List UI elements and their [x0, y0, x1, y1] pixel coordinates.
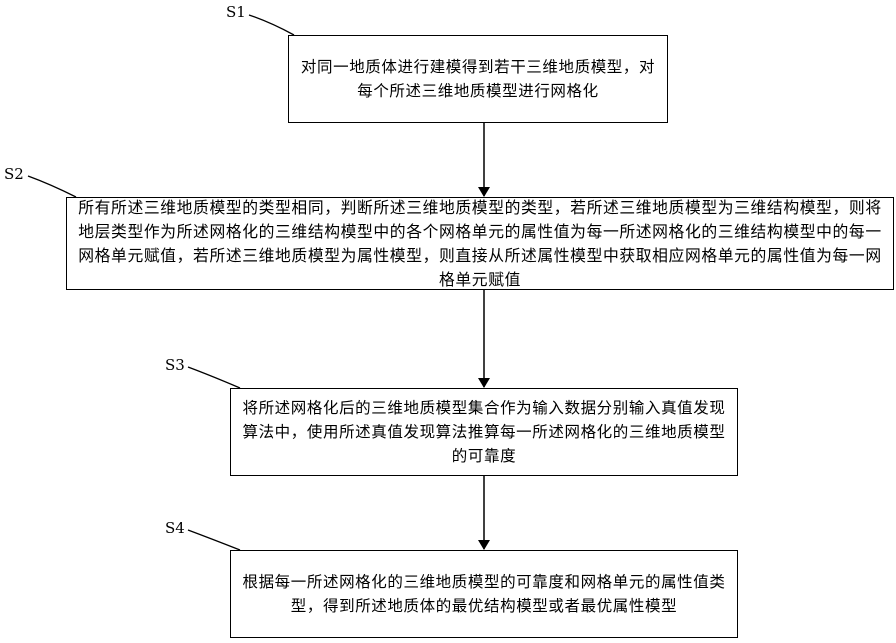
step-text-s1: 对同一地质体进行建模得到若干三维地质模型，对每个所述三维地质模型进行网格化 — [297, 55, 659, 103]
step-text-s3: 将所述网格化后的三维地质模型集合作为输入数据分别输入真值发现算法中，使用所述真值… — [239, 396, 729, 468]
step-label-s2: S2 — [4, 165, 24, 183]
step-label-s1: S1 — [226, 3, 246, 21]
step-box-s3: 将所述网格化后的三维地质模型集合作为输入数据分别输入真值发现算法中，使用所述真值… — [230, 388, 738, 476]
leader-line-s2 — [28, 176, 76, 197]
leader-line-s4 — [188, 530, 240, 550]
step-box-s4: 根据每一所述网格化的三维地质模型的可靠度和网格单元的属性值类型，得到所述地质体的… — [230, 550, 738, 638]
step-box-s1: 对同一地质体进行建模得到若干三维地质模型，对每个所述三维地质模型进行网格化 — [288, 35, 668, 123]
step-label-s4: S4 — [165, 519, 185, 537]
leader-line-s1 — [249, 15, 294, 35]
step-box-s2: 所有所述三维地质模型的类型相同，判断所述三维地质模型的类型，若所述三维地质模型为… — [66, 197, 894, 290]
step-text-s2: 所有所述三维地质模型的类型相同，判断所述三维地质模型的类型，若所述三维地质模型为… — [73, 196, 887, 292]
leader-line-s3 — [188, 367, 240, 388]
step-text-s4: 根据每一所述网格化的三维地质模型的可靠度和网格单元的属性值类型，得到所述地质体的… — [239, 570, 729, 618]
step-label-s3: S3 — [165, 356, 185, 374]
